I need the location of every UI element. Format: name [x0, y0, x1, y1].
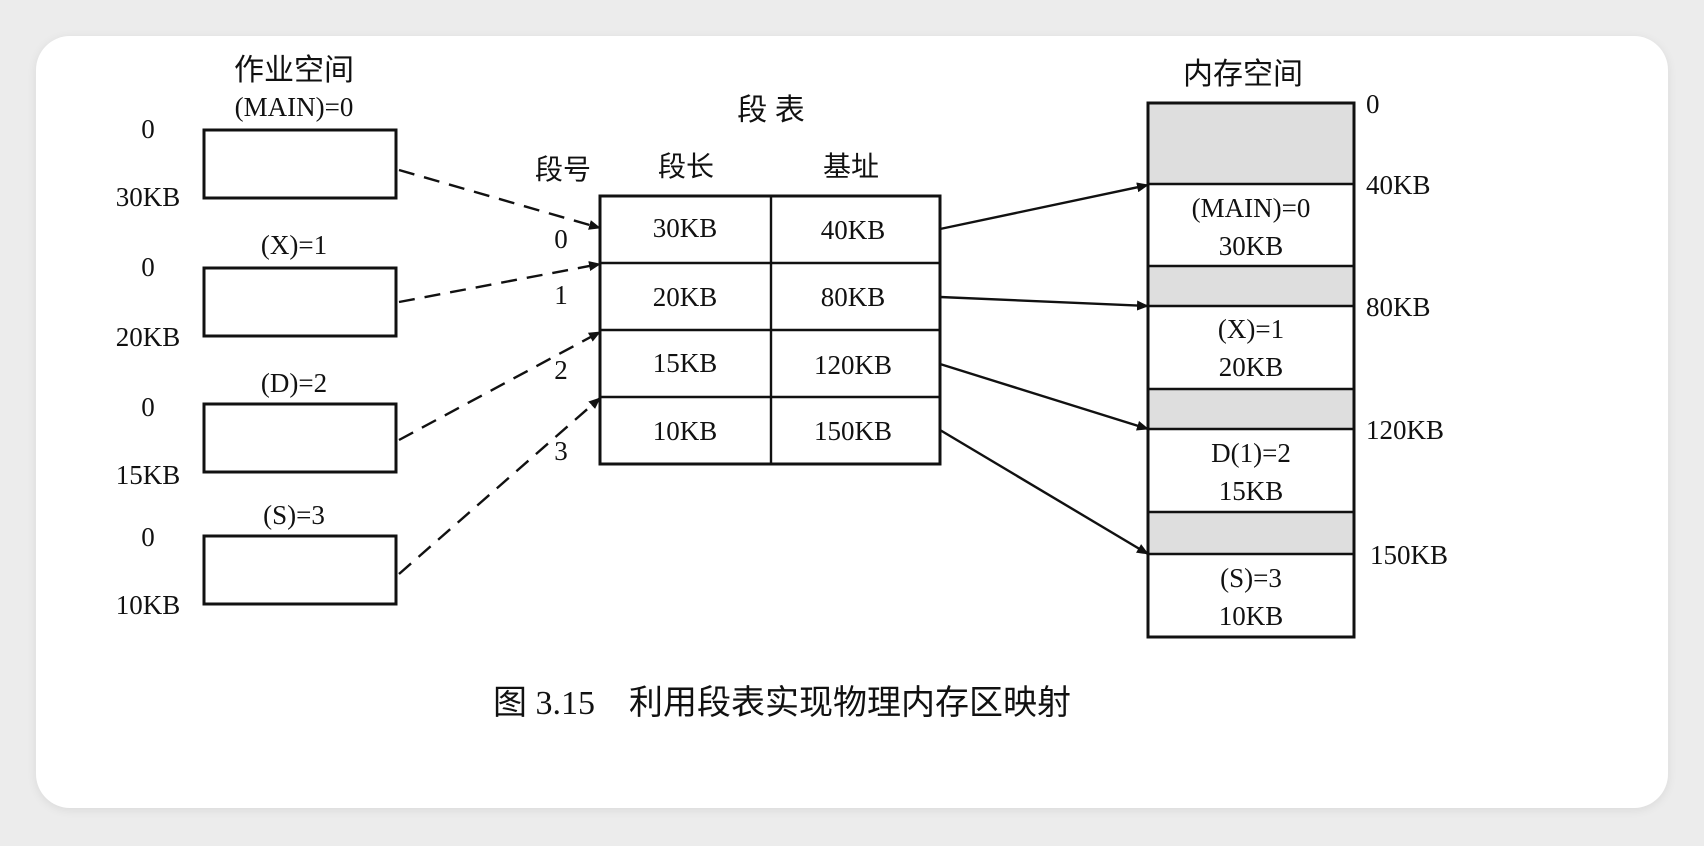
memory-segment-size: 30KB: [1219, 231, 1284, 261]
table-row-2: 2 15KB 120KB: [554, 348, 892, 385]
memory-free-region: [1148, 266, 1354, 306]
table-row-1: 1 20KB 80KB: [554, 280, 885, 312]
job-segment-label: (MAIN)=0: [235, 92, 354, 122]
row-length: 15KB: [653, 348, 718, 378]
header-segment-number: 段号: [535, 154, 591, 186]
memory-segment-0: (MAIN)=0 30KB: [1192, 193, 1311, 261]
row-base: 80KB: [821, 282, 886, 312]
job-segment-label: (X)=1: [261, 230, 327, 260]
row-number: 3: [554, 436, 568, 466]
row-length: 30KB: [653, 213, 718, 243]
row-number: 2: [554, 355, 568, 385]
solid-arrow-2: [939, 362, 1149, 431]
memory-segment-size: 15KB: [1219, 476, 1284, 506]
memory-free-region: [1148, 512, 1354, 554]
job-segment-box: [202, 128, 398, 200]
dashed-arrow-2: [398, 330, 601, 442]
job-space: 作业空间 (MAIN)=0 0 30KB (X)=1 0 20KB (D)=2 …: [116, 54, 398, 620]
row-number: 1: [554, 280, 568, 310]
row-base: 120KB: [814, 350, 892, 380]
job-segment-box: [202, 266, 398, 338]
job-segment-start: 0: [141, 392, 155, 422]
memory-address-label: 0: [1366, 89, 1380, 119]
memory-segment-name: (MAIN)=0: [1192, 193, 1311, 223]
job-segment-end: 30KB: [116, 182, 181, 212]
job-segment-3: (S)=3 0 10KB: [116, 500, 398, 620]
solid-arrow-1: [939, 295, 1149, 311]
memory-address-label: 40KB: [1366, 170, 1431, 200]
job-to-table-arrows: [398, 168, 601, 575]
dashed-arrow-3: [398, 397, 601, 575]
table-row-0: 0 30KB 40KB: [554, 213, 885, 254]
segment-table: 段 表 段号 段长 基址 0 30KB 40KB 1 20KB 80KB 2 1…: [535, 94, 942, 466]
row-base: 40KB: [821, 215, 886, 245]
memory-space-title: 内存空间: [1183, 58, 1303, 91]
row-length: 20KB: [653, 282, 718, 312]
memory-address-label: 120KB: [1366, 415, 1444, 445]
memory-segment-size: 10KB: [1219, 601, 1284, 631]
memory-segment-name: (X)=1: [1218, 314, 1284, 344]
job-segment-end: 10KB: [116, 590, 181, 620]
table-to-memory-arrows: [939, 182, 1149, 556]
row-number: 0: [554, 224, 568, 254]
row-base: 150KB: [814, 416, 892, 446]
job-segment-label: (D)=2: [261, 368, 327, 398]
job-segment-end: 15KB: [116, 460, 181, 490]
header-segment-length: 段长: [658, 151, 714, 183]
segment-table-title: 段 表: [737, 94, 805, 127]
solid-arrow-0: [939, 182, 1149, 231]
figure-caption: 图 3.15 利用段表实现物理内存区映射: [493, 684, 1071, 722]
segment-mapping-diagram: 作业空间 (MAIN)=0 0 30KB (X)=1 0 20KB (D)=2 …: [116, 54, 1448, 722]
memory-free-region: [1148, 103, 1354, 184]
memory-segment-2: D(1)=2 15KB: [1211, 438, 1291, 506]
memory-segment-name: (S)=3: [1220, 563, 1282, 593]
dashed-arrow-1: [398, 261, 601, 304]
memory-address-label: 150KB: [1370, 540, 1448, 570]
memory-address-label: 80KB: [1366, 292, 1431, 322]
memory-segment-size: 20KB: [1219, 352, 1284, 382]
job-segment-box: [202, 402, 398, 474]
job-segment-0: (MAIN)=0 0 30KB: [116, 92, 398, 212]
header-base-address: 基址: [823, 151, 879, 183]
memory-space: 内存空间 (MAIN)=0 30KB (X)=1 20KB D(1)=2 15K…: [1146, 58, 1448, 639]
figure-card: 作业空间 (MAIN)=0 0 30KB (X)=1 0 20KB (D)=2 …: [36, 36, 1668, 808]
memory-block-frame: [1146, 101, 1356, 639]
memory-segment-1: (X)=1 20KB: [1218, 314, 1284, 382]
memory-free-region: [1148, 389, 1354, 429]
table-row-3: 3 10KB 150KB: [554, 416, 892, 466]
job-segment-label: (S)=3: [263, 500, 325, 530]
job-segment-start: 0: [141, 114, 155, 144]
dashed-arrow-0: [398, 168, 601, 230]
memory-segment-name: D(1)=2: [1211, 438, 1291, 468]
solid-arrow-3: [939, 428, 1149, 556]
job-segment-start: 0: [141, 252, 155, 282]
memory-segment-3: (S)=3 10KB: [1219, 563, 1284, 631]
job-space-title: 作业空间: [234, 54, 354, 87]
job-segment-2: (D)=2 0 15KB: [116, 368, 398, 490]
job-segment-end: 20KB: [116, 322, 181, 352]
job-segment-start: 0: [141, 522, 155, 552]
row-length: 10KB: [653, 416, 718, 446]
job-segment-1: (X)=1 0 20KB: [116, 230, 398, 352]
job-segment-box: [202, 534, 398, 606]
